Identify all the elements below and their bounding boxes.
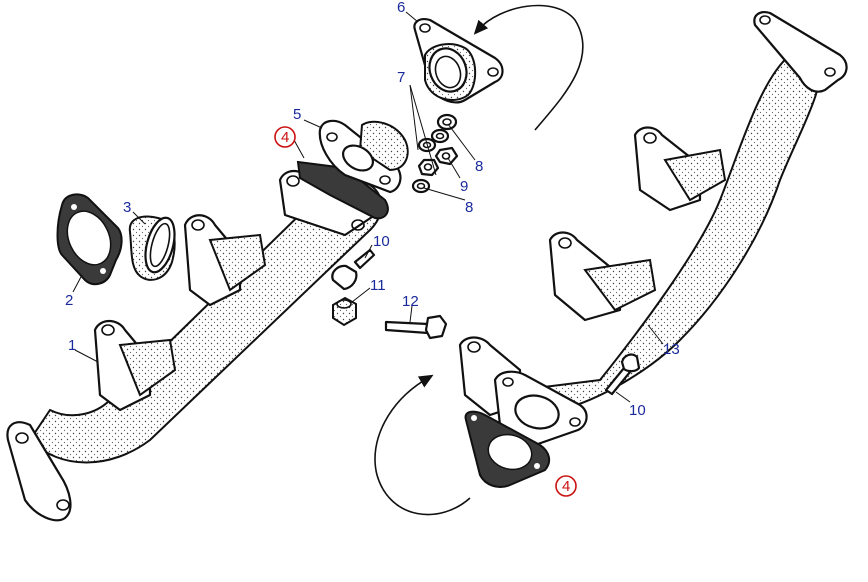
callout-7: 7 (397, 69, 405, 86)
left-flange-bolt-hole (15, 432, 29, 444)
left-manifold-end-flange (6, 421, 72, 522)
leader-lines (72, 11, 664, 403)
highlight-ring-4-upper (274, 126, 296, 148)
callout-3: 3 (123, 199, 131, 216)
callout-11: 11 (370, 277, 386, 294)
bolt-part-10-left (331, 248, 376, 291)
left-flange-bolt-hole-2 (56, 499, 70, 511)
callout-1: 1 (68, 337, 76, 354)
callout-10-right: 10 (629, 402, 646, 419)
assembly-arrow-top (473, 4, 584, 131)
callout-6: 6 (397, 0, 405, 16)
callout-10-left: 10 (373, 233, 390, 250)
gasket-part-4-upper (296, 160, 389, 220)
callout-12: 12 (402, 293, 419, 310)
bolt-part-12 (384, 314, 448, 340)
bolt-part-10-right (604, 353, 641, 396)
left-manifold (6, 169, 383, 522)
right-manifold-pipe (516, 53, 822, 412)
callout-8-bottom: 8 (465, 199, 473, 216)
assembly-arrow-bottom (374, 374, 471, 516)
sealing-ring-part-3 (128, 215, 176, 281)
flange-part-5 (318, 119, 409, 194)
right-manifold (458, 11, 848, 447)
callout-13: 13 (663, 341, 680, 358)
nut-part-11 (332, 296, 357, 327)
callout-8-top: 8 (475, 158, 483, 175)
highlight-ring-4-lower (555, 475, 577, 497)
callout-4-upper: 4 (281, 129, 289, 146)
right-manifold-top-flange (753, 11, 848, 93)
gasket-part-4-lower (464, 410, 551, 488)
callout-5: 5 (293, 106, 301, 123)
flange-part-6 (413, 18, 504, 104)
gasket-part-2 (56, 193, 123, 286)
callout-2: 2 (65, 292, 73, 309)
callout-4-lower: 4 (562, 478, 570, 495)
callout-9: 9 (460, 178, 468, 195)
